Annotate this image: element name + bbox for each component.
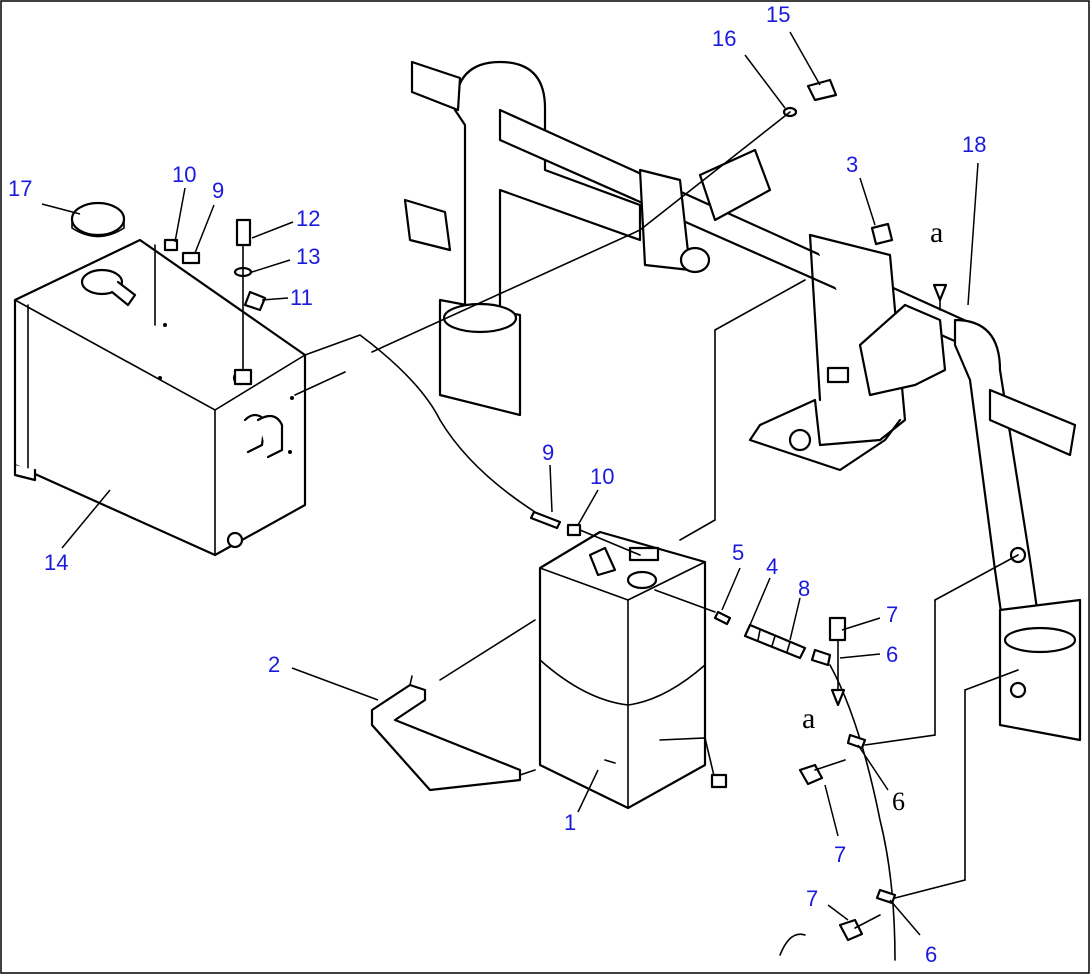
callout-17: 17 xyxy=(8,176,32,201)
clip-11 xyxy=(243,290,267,312)
tank-band xyxy=(370,675,536,792)
tank-cap xyxy=(70,201,126,238)
washer-tank-small xyxy=(538,530,728,810)
hose-9 xyxy=(181,251,201,265)
callout-3: 3 xyxy=(846,152,858,177)
callout-11: 11 xyxy=(290,285,313,310)
bolt-12 xyxy=(235,218,252,247)
hose-lower xyxy=(529,510,582,537)
callout-16: 16 xyxy=(712,26,736,51)
callout-4: 4 xyxy=(766,554,778,579)
callout-labels: 1 2 3 4 5 6 6 6 7 7 7 8 9 9 10 10 11 12 … xyxy=(8,2,986,967)
callout-8: 8 xyxy=(798,576,810,601)
callout-7a: 7 xyxy=(886,602,898,627)
callout-1: 1 xyxy=(564,810,576,835)
callout-6b: 6 xyxy=(892,787,905,816)
callout-15: 15 xyxy=(766,2,790,27)
callout-18: 18 xyxy=(962,132,986,157)
callout-13: 13 xyxy=(296,244,320,269)
view-arrow-top xyxy=(932,283,948,302)
tank-filler-neck xyxy=(80,268,124,296)
callout-leaders xyxy=(41,31,979,936)
callout-6a: 6 xyxy=(886,642,898,667)
callout-10b: 10 xyxy=(590,464,614,489)
callout-2: 2 xyxy=(268,652,280,677)
tank-top-fittings xyxy=(154,218,267,386)
view-mark-top: a xyxy=(930,216,943,249)
hose-clamp-10 xyxy=(163,238,179,252)
view-arrow-bottom xyxy=(830,688,846,707)
callout-12: 12 xyxy=(296,206,320,231)
callout-9b: 9 xyxy=(542,440,554,465)
callout-7c: 7 xyxy=(806,886,818,911)
washer-tank-large xyxy=(13,238,307,557)
callout-7b: 7 xyxy=(834,842,846,867)
callout-9a: 9 xyxy=(212,178,224,203)
hose-assembly xyxy=(713,78,897,961)
callout-10a: 10 xyxy=(172,162,196,187)
cab-frame xyxy=(403,60,1082,742)
view-mark-bottom: a xyxy=(802,702,815,735)
callout-5: 5 xyxy=(732,540,744,565)
callout-14: 14 xyxy=(44,550,68,575)
assembly-lines xyxy=(294,111,1019,899)
callout-6c: 6 xyxy=(925,942,937,967)
